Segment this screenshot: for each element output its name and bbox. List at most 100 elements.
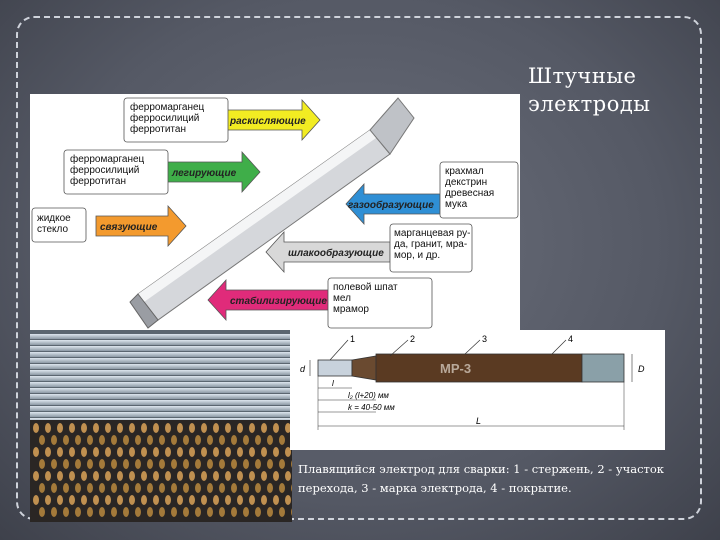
photo-tip	[75, 459, 81, 469]
photo-tip	[123, 483, 129, 493]
diagram-graphics: раскисляющие легирующие связующие газооб…	[31, 97, 519, 329]
material-text: декстрин	[445, 177, 488, 188]
photo-tip	[153, 471, 159, 481]
photo-tip	[117, 471, 123, 481]
photo-tip	[237, 495, 243, 505]
photo-tip	[45, 423, 51, 433]
photo-tip	[75, 435, 81, 445]
materials-slag-forming: марганцевая ру- да, гранит, мра- мор, и …	[394, 228, 470, 261]
box-slag-forming	[389, 223, 473, 273]
material-text: ферротитан	[70, 176, 126, 187]
photo-tip	[57, 447, 63, 457]
dim-D: D	[638, 364, 645, 374]
photo-tip	[279, 459, 285, 469]
photo-tip	[99, 507, 105, 517]
photo-tip	[99, 459, 105, 469]
dim-lc: l₂ (l+20) мм	[348, 391, 389, 400]
photo-tip	[255, 459, 261, 469]
electrodes-photo	[30, 330, 292, 522]
photo-tip	[51, 435, 57, 445]
photo-tip	[285, 423, 291, 433]
box-alloying	[63, 149, 169, 195]
photo-tip	[87, 435, 93, 445]
photo-tip	[255, 435, 261, 445]
arrow-deoxidizing	[225, 98, 321, 142]
title-line-2: электроды	[528, 92, 651, 116]
material-text: ферротитан	[130, 124, 186, 135]
photo-tip	[279, 435, 285, 445]
photo-tip	[141, 495, 147, 505]
photo-tip	[69, 495, 75, 505]
photo-tip	[87, 507, 93, 517]
photo-rod	[30, 382, 292, 387]
photo-tip	[45, 495, 51, 505]
photo-tip	[189, 471, 195, 481]
material-text: мрамор	[333, 304, 369, 315]
photo-tip	[171, 507, 177, 517]
photo-tip	[141, 423, 147, 433]
photo-tip	[195, 435, 201, 445]
material-text: да, гранит, мра-	[394, 239, 468, 250]
materials-alloying: ферромарганец ферросилиций ферротитан	[70, 154, 144, 187]
material-text: ферромарганец	[130, 102, 205, 113]
slide-frame	[16, 16, 702, 520]
photo-tip	[105, 495, 111, 505]
photo-tip	[129, 471, 135, 481]
photo-tip	[207, 483, 213, 493]
photo-tip	[69, 423, 75, 433]
photo-tip	[225, 471, 231, 481]
photo-tip	[237, 423, 243, 433]
photo-tip	[255, 507, 261, 517]
coating-segment	[375, 353, 583, 383]
photo-tip	[39, 483, 45, 493]
photo-tip	[213, 447, 219, 457]
figure-caption: Плавящийся электрод для сварки: 1 - стер…	[298, 462, 664, 495]
photo-tip	[141, 471, 147, 481]
material-text: мел	[333, 293, 351, 304]
photo-tip	[51, 459, 57, 469]
photo-tip	[81, 495, 87, 505]
photo-tip	[153, 495, 159, 505]
photo-tip	[75, 483, 81, 493]
photo-tip	[183, 435, 189, 445]
materials-gas-forming: крахмал декстрин древесная мука	[445, 166, 494, 210]
photo-tip	[219, 459, 225, 469]
photo-tip	[69, 447, 75, 457]
materials-deoxidizing: ферромарганец ферросилиций ферротитан	[130, 102, 204, 135]
photo-tip	[249, 447, 255, 457]
electrodes-photo-graphic	[30, 330, 292, 522]
photo-tip	[273, 423, 279, 433]
photo-tip	[201, 495, 207, 505]
rod-segment	[317, 359, 353, 377]
photo-tip	[153, 423, 159, 433]
photo-tip	[213, 495, 219, 505]
photo-tip	[273, 447, 279, 457]
photo-tip	[189, 447, 195, 457]
photo-tip	[39, 507, 45, 517]
photo-tip	[261, 495, 267, 505]
photo-tip	[267, 483, 273, 493]
photo-tip	[207, 459, 213, 469]
photo-tip	[225, 495, 231, 505]
photo-tip	[159, 459, 165, 469]
photo-tip	[165, 447, 171, 457]
photo-tip	[291, 484, 292, 492]
photo-tip	[105, 447, 111, 457]
materials-stabilizing: полевой шпат мел мрамор	[333, 282, 398, 315]
photo-tip	[147, 459, 153, 469]
photo-tip	[57, 471, 63, 481]
photo-tip	[213, 471, 219, 481]
photo-tip	[129, 447, 135, 457]
photo-tip	[195, 507, 201, 517]
callout-3: 3	[482, 334, 487, 344]
photo-rod	[30, 334, 292, 339]
photo-tip	[135, 483, 141, 493]
callout-2: 2	[410, 334, 415, 344]
photo-tip	[243, 507, 249, 517]
arrow-binding	[95, 204, 187, 248]
photo-rod	[30, 346, 292, 351]
photo-tip	[105, 471, 111, 481]
photo-tip	[225, 423, 231, 433]
photo-tip	[33, 423, 39, 433]
photo-tip	[159, 483, 165, 493]
